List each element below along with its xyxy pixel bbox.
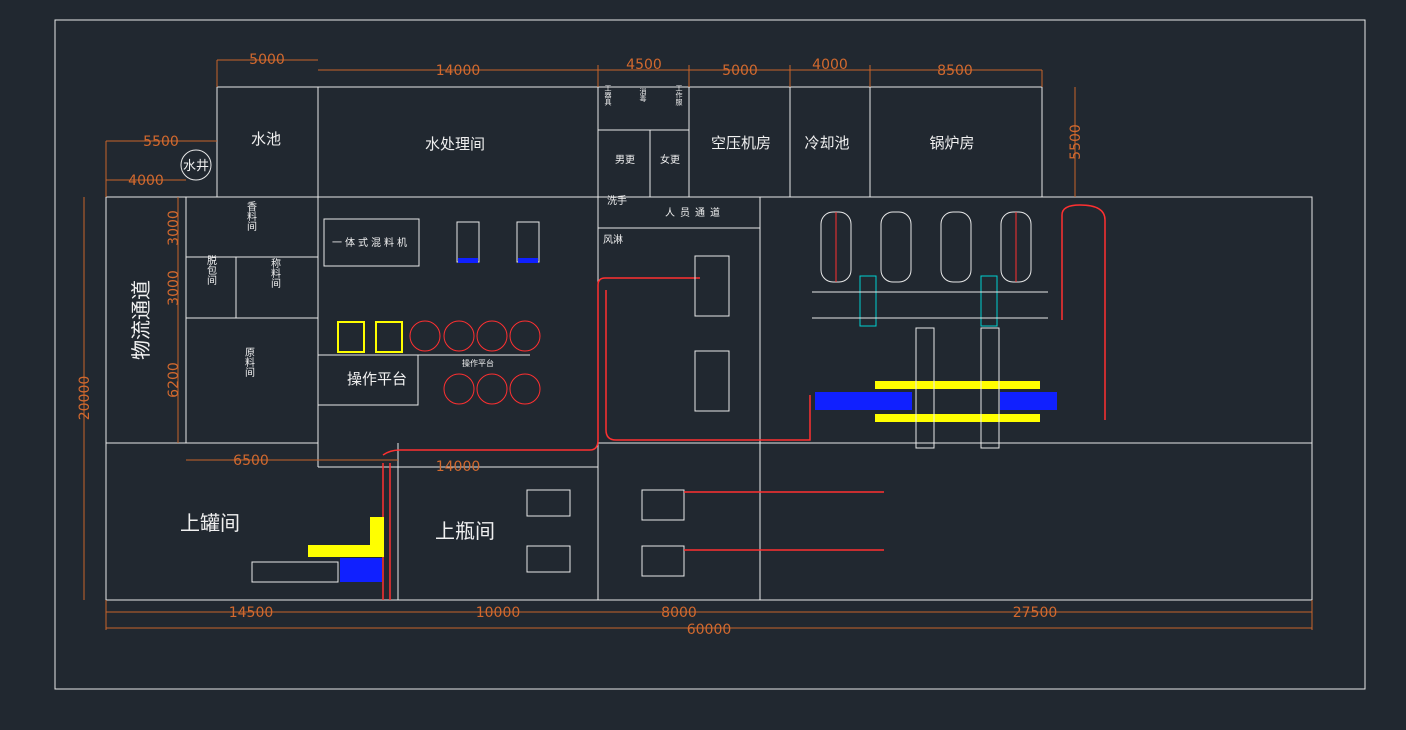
room-men: 男更 xyxy=(615,154,635,166)
dim-top-5: 4000 xyxy=(812,57,848,73)
dim-overall-height: 20000 xyxy=(77,376,93,421)
room-boiler: 锅炉房 xyxy=(929,134,974,152)
room-unpack: 脱包间 xyxy=(205,254,217,286)
dim-left-v-2: 3000 xyxy=(166,270,182,306)
room-tools: 工器具 xyxy=(604,85,612,107)
well-circle xyxy=(180,149,212,181)
platform-small-label: 操作平台 xyxy=(462,358,494,368)
room-platform: 操作平台 xyxy=(347,370,407,388)
room-water-pool: 水池 xyxy=(251,130,281,148)
dim-overall-width: 60000 xyxy=(687,622,732,638)
room-water-treatment: 水处理间 xyxy=(425,135,485,153)
room-hand-wash: 洗手 xyxy=(607,194,627,207)
mixer-label: 一体式混料机 xyxy=(332,236,410,249)
room-air-shower: 风淋 xyxy=(603,233,623,246)
dim-bottom-4: 27500 xyxy=(1013,605,1058,621)
room-sterilize: 消毒 xyxy=(639,87,647,103)
dim-bottom-1: 14500 xyxy=(229,605,274,621)
mixer-box xyxy=(323,218,420,267)
dim-left-top-1: 5500 xyxy=(143,134,179,150)
building-walls xyxy=(105,86,1313,601)
dimension-lines xyxy=(83,59,1313,630)
dim-right: 5500 xyxy=(1068,124,1084,160)
dim-bottom-3: 8000 xyxy=(661,605,697,621)
equipment xyxy=(251,204,1106,600)
dim-left-v-1: 3000 xyxy=(166,210,182,246)
room-air-compressor: 空压机房 xyxy=(711,134,771,152)
dim-top-2: 14000 xyxy=(436,63,481,79)
room-cooling-pool: 冷却池 xyxy=(804,134,849,152)
dim-mid-2: 14000 xyxy=(436,459,481,475)
room-raw-material: 原料间 xyxy=(243,347,255,378)
dim-left-top-2: 4000 xyxy=(128,173,164,189)
drawing-frame xyxy=(54,19,1366,690)
dim-top-3: 4500 xyxy=(626,57,662,73)
dim-top-6: 8500 xyxy=(937,63,973,79)
room-personnel-passage: 人员通道 xyxy=(665,206,725,219)
dim-bottom-2: 10000 xyxy=(476,605,521,621)
dim-left-v-3: 6200 xyxy=(166,362,182,398)
dim-top-1: 5000 xyxy=(249,52,285,68)
room-can-loading: 上罐间 xyxy=(180,511,240,535)
room-spice: 香料间 xyxy=(245,201,257,232)
room-well: 水井 xyxy=(183,159,209,174)
dim-top-4: 5000 xyxy=(722,63,758,79)
room-women: 女更 xyxy=(660,153,680,166)
room-logistics: 物流通道 xyxy=(129,280,153,360)
room-weighing: 称料间 xyxy=(269,257,281,289)
dim-mid-1: 6500 xyxy=(233,453,269,469)
room-bottle-loading: 上瓶间 xyxy=(435,519,495,543)
room-work-clothes: 工作服 xyxy=(675,85,683,107)
